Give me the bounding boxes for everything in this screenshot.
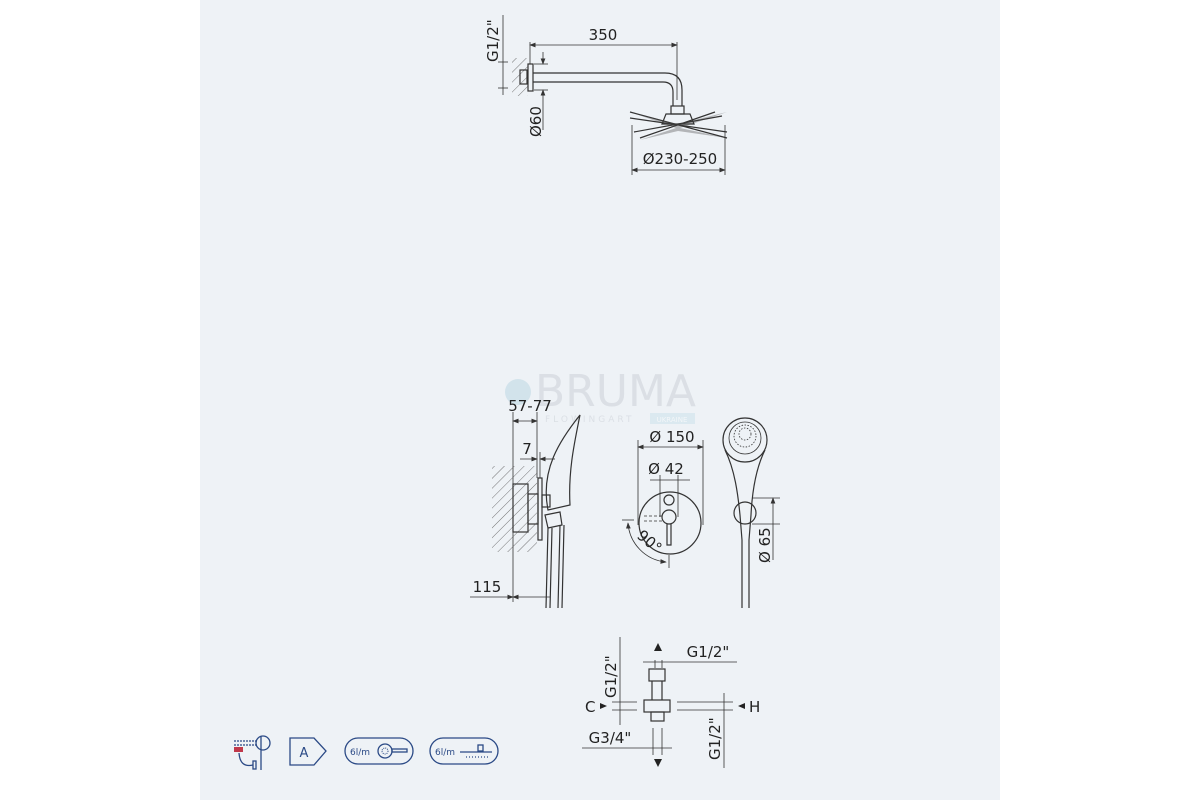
valve-body-drawing: G1/2" C G1/2" H G1/2" G3/4" bbox=[582, 637, 760, 768]
mixer-side-view: 57-77 7 115 bbox=[470, 397, 581, 609]
projection-label: 115 bbox=[473, 578, 502, 596]
wall-holder bbox=[733, 501, 757, 525]
hand-shower-flow-icon: 6l/m bbox=[344, 737, 414, 765]
plate-diameter-label: Ø 150 bbox=[649, 428, 694, 446]
drawing-panel bbox=[200, 0, 1000, 800]
bruma-logo-watermark: BRUMA FLOWINGART UKRAINE bbox=[505, 366, 696, 425]
holder-diameter-label: Ø 65 bbox=[756, 527, 774, 563]
cold-label: C bbox=[585, 698, 595, 716]
lever-hub bbox=[661, 509, 677, 525]
svg-text:6l/m: 6l/m bbox=[350, 748, 370, 758]
diverter-hand-shower-icon bbox=[234, 735, 271, 770]
brand-region: UKRAINE bbox=[657, 416, 688, 424]
arm-length-label: 350 bbox=[589, 26, 618, 44]
depth-range-label: 57-77 bbox=[508, 397, 552, 415]
shower-head bbox=[629, 105, 728, 140]
svg-text:A: A bbox=[300, 746, 309, 761]
bottom-outlet-label: G3/4" bbox=[589, 729, 632, 747]
wall-flange bbox=[527, 63, 534, 92]
energy-class-icon: A bbox=[289, 737, 327, 766]
offset-label: 7 bbox=[522, 440, 532, 458]
drop-icon bbox=[505, 379, 531, 405]
overhead-shower-flow-icon: 6l/m bbox=[429, 737, 499, 765]
hand-shower-profile bbox=[545, 414, 581, 511]
head-diameter-label: Ø230-250 bbox=[643, 150, 717, 168]
brand-name: BRUMA bbox=[535, 366, 696, 417]
flange-diameter-label: Ø60 bbox=[527, 106, 545, 137]
svg-text:6l/m: 6l/m bbox=[435, 748, 455, 758]
hot-thread-label: G1/2" bbox=[706, 717, 724, 760]
hand-shower-drawing: Ø 65 bbox=[722, 417, 780, 608]
top-outlet-label: G1/2" bbox=[687, 643, 730, 661]
shower-arm bbox=[533, 72, 683, 106]
lever-diameter-label: Ø 42 bbox=[648, 460, 684, 478]
brand-tagline: FLOWINGART bbox=[545, 415, 634, 425]
overhead-shower-drawing: G1/2" 350 Ø60 Ø230-250 bbox=[484, 15, 728, 175]
mixer-front-view: Ø 150 Ø 42 90° bbox=[622, 428, 704, 568]
cold-thread-label: G1/2" bbox=[602, 655, 620, 698]
hot-label: H bbox=[749, 698, 760, 716]
diverter-button bbox=[663, 494, 675, 506]
inlet-thread-label: G1/2" bbox=[484, 19, 502, 62]
